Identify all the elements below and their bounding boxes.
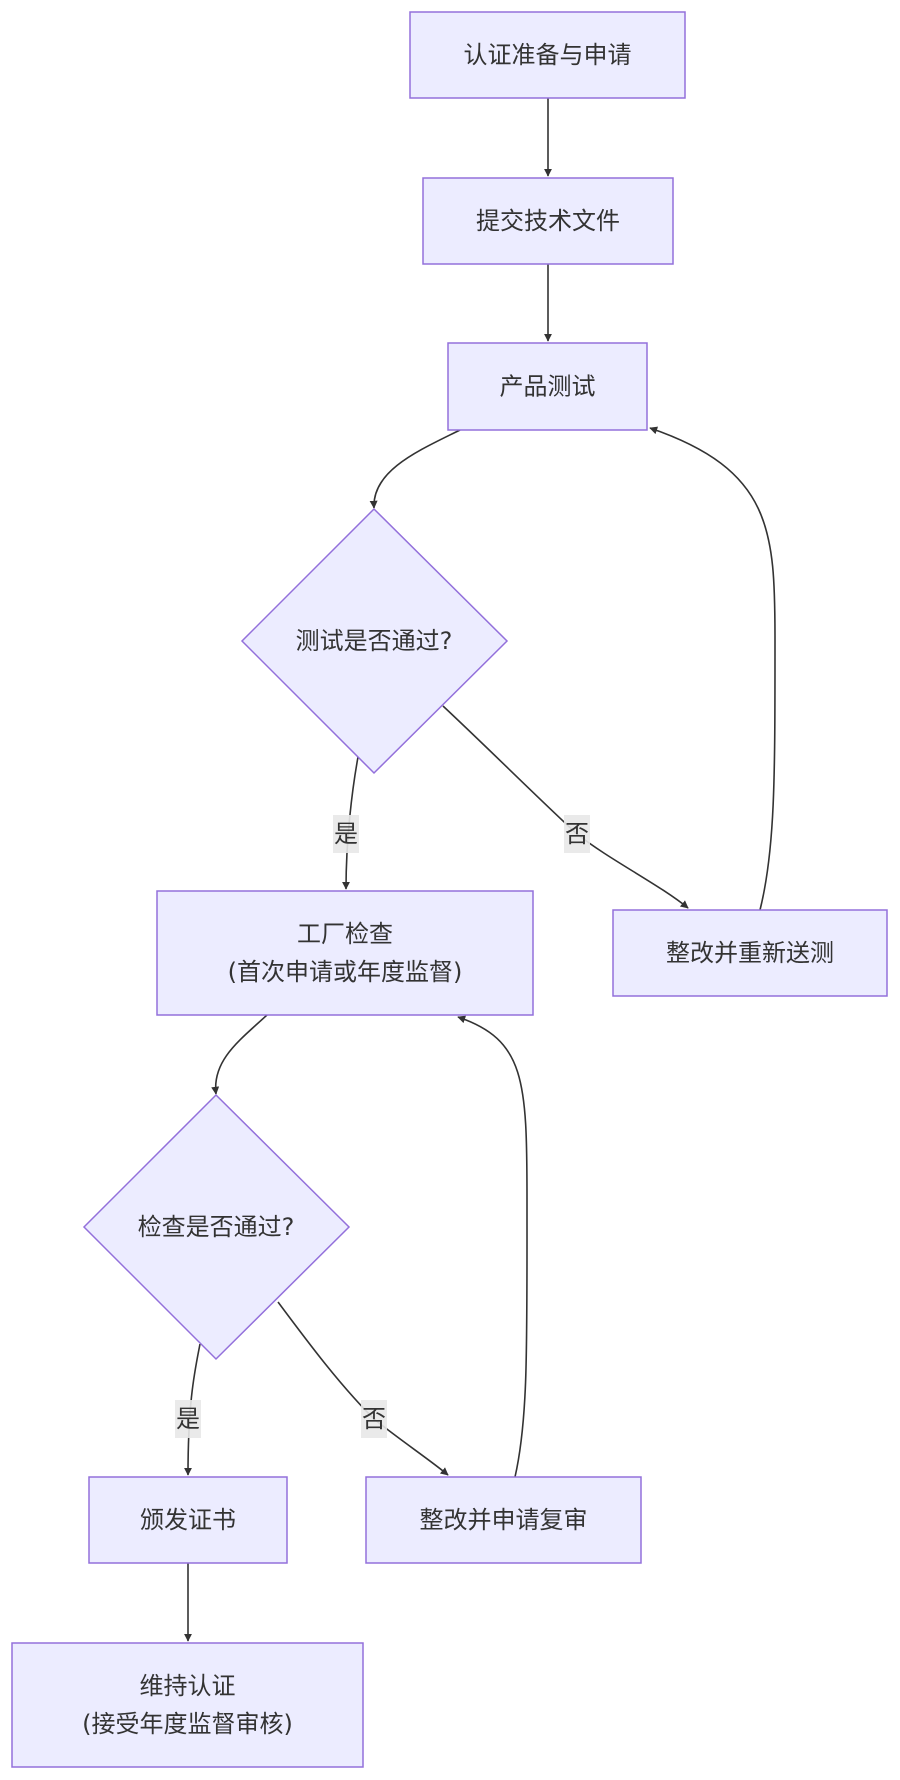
node-label: 颁发证书 bbox=[140, 1506, 236, 1534]
process-box bbox=[447, 342, 648, 431]
process-box bbox=[365, 1476, 642, 1564]
node-b: 提交技术文件 bbox=[422, 177, 674, 265]
edge-label-text: 是 bbox=[334, 820, 358, 848]
edge-label-d-e: 是 bbox=[333, 815, 359, 853]
node-h: 颁发证书 bbox=[88, 1476, 288, 1564]
edge-label-d-f: 否 bbox=[564, 815, 590, 853]
process-box bbox=[612, 909, 888, 997]
edge-labels-layer: 是否是否 bbox=[175, 815, 590, 1438]
edge-g-h bbox=[184, 1343, 201, 1476]
edge-label-background bbox=[175, 1400, 201, 1438]
edge-label-text: 是 bbox=[176, 1405, 200, 1433]
edge-label-background bbox=[564, 815, 590, 853]
node-i: 整改并申请复审 bbox=[365, 1476, 642, 1564]
edge-label-text: 否 bbox=[362, 1405, 386, 1433]
edge-label-background bbox=[361, 1400, 387, 1438]
node-label: 认证准备与申请 bbox=[464, 41, 632, 69]
node-c: 产品测试 bbox=[447, 342, 648, 431]
edge-i-e bbox=[457, 1015, 528, 1478]
process-box bbox=[11, 1642, 364, 1768]
node-label: 维持认证 bbox=[140, 1672, 236, 1700]
node-g: 检查是否通过? bbox=[82, 1093, 351, 1361]
process-box bbox=[156, 890, 534, 1016]
node-label: 整改并申请复审 bbox=[420, 1506, 588, 1534]
process-box bbox=[409, 11, 686, 99]
node-a: 认证准备与申请 bbox=[409, 11, 686, 99]
node-label: (接受年度监督审核) bbox=[82, 1710, 293, 1738]
node-label: 提交技术文件 bbox=[476, 207, 620, 235]
edge-f-c bbox=[649, 426, 776, 911]
node-label: 产品测试 bbox=[500, 373, 596, 401]
node-j: 维持认证 (接受年度监督审核) bbox=[11, 1642, 364, 1768]
node-label: (首次申请或年度监督) bbox=[228, 958, 463, 986]
node-label: 测试是否通过? bbox=[296, 627, 453, 655]
process-box bbox=[88, 1476, 288, 1564]
edge-label-g-i: 否 bbox=[361, 1400, 387, 1438]
node-label: 整改并重新送测 bbox=[666, 939, 834, 967]
edge-label-background bbox=[333, 815, 359, 853]
decision-diamond bbox=[240, 507, 509, 775]
edges-layer bbox=[184, 98, 776, 1642]
node-label: 检查是否通过? bbox=[138, 1213, 295, 1241]
edge-d-f bbox=[442, 705, 689, 909]
edge-label-text: 否 bbox=[565, 820, 589, 848]
node-label: 工厂检查 bbox=[297, 920, 393, 948]
edge-g-i bbox=[277, 1301, 449, 1476]
node-d: 测试是否通过? bbox=[240, 507, 509, 775]
node-e: 工厂检查 (首次申请或年度监督) bbox=[156, 890, 534, 1016]
edge-c-d bbox=[369, 429, 461, 509]
decision-diamond bbox=[82, 1093, 351, 1361]
edge-label-g-h: 是 bbox=[175, 1400, 201, 1438]
node-f: 整改并重新送测 bbox=[612, 909, 888, 997]
process-box bbox=[422, 177, 674, 265]
edge-e-g bbox=[211, 1014, 268, 1095]
